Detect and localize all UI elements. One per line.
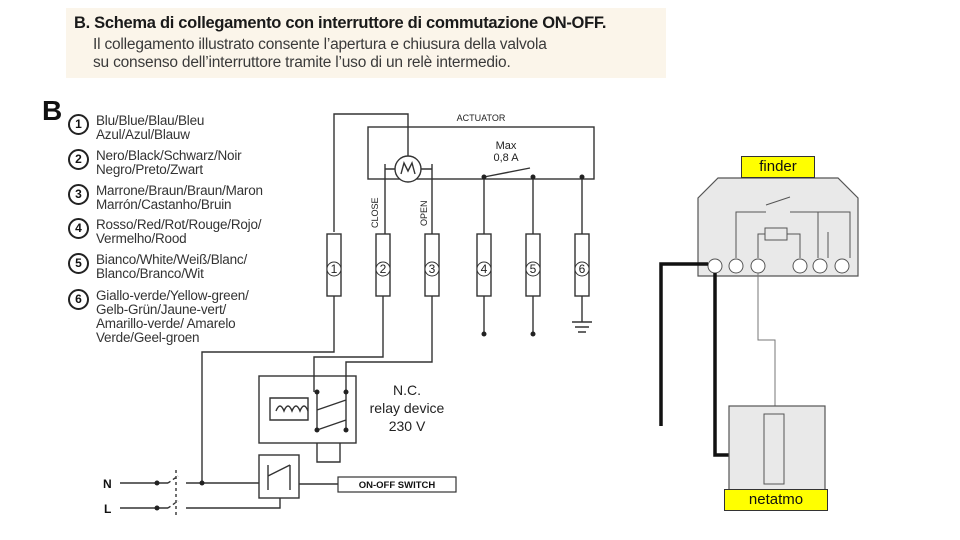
finder-coil-leads (757, 233, 801, 258)
relay-contacts (316, 392, 347, 431)
legend-number: 1 (68, 114, 89, 135)
actuator-label: ACTUATOR (457, 113, 506, 123)
relay-line-3: 230 V (389, 418, 426, 434)
wire-1 (333, 113, 409, 232)
switch-label: ON-OFF SWITCH (359, 480, 436, 491)
line-l (120, 498, 281, 509)
wire-close-relay (313, 296, 384, 392)
relay-coil (275, 405, 309, 413)
cable-left (659, 262, 708, 426)
lower-leads (483, 296, 583, 334)
legend-number: 6 (68, 289, 89, 310)
legend-number: 2 (68, 149, 89, 170)
terminal-number-1: 1 (331, 262, 338, 276)
legend-number: 3 (68, 184, 89, 205)
terminal-number-2: 2 (380, 262, 387, 276)
cable-netatmo (713, 273, 731, 457)
legend-text: Bianco/White/Weiß/Blanc/ Blanco/Branco/W… (96, 252, 248, 281)
terminal-number-3: 3 (429, 262, 436, 276)
legend-text: Giallo-verde/Yellow-green/ Gelb-Grün/Jau… (96, 288, 249, 345)
terminal-number-5: 5 (530, 262, 537, 276)
finder-label: finder (741, 156, 815, 178)
legend-number: 4 (68, 218, 89, 239)
wire-neutral (201, 296, 335, 483)
header-line-1: Il collegamento illustrato consente l’ap… (93, 36, 547, 53)
legend-number: 5 (68, 253, 89, 274)
finder-coil (764, 227, 788, 241)
open-label: OPEN (419, 200, 429, 226)
header-box: B. Schema di collegamento con interrutto… (66, 8, 666, 78)
close-label: CLOSE (370, 197, 380, 228)
switch-contact (267, 464, 291, 490)
current-label: 0,8 A (493, 152, 519, 164)
finder-relay (697, 177, 859, 277)
max-label: Max (496, 140, 517, 152)
netatmo-slot (763, 413, 785, 485)
relay-coil-frame (269, 397, 309, 421)
header-line-2: su consenso dell’interruttore tramite l’… (93, 54, 511, 71)
max-contact (483, 167, 531, 178)
relay-output (316, 443, 341, 463)
section-letter: B (42, 95, 63, 126)
wire-open-relay (345, 296, 433, 392)
wire-3 (421, 164, 433, 235)
finder-leads (817, 212, 829, 258)
switch-label-box (337, 476, 457, 493)
relay-box (258, 375, 357, 444)
terminal-number-4: 4 (481, 262, 488, 276)
wire-2 (384, 164, 395, 235)
motor-circle (394, 155, 422, 183)
n-label: N (103, 477, 112, 491)
finder-terminals (707, 258, 850, 274)
netatmo-module (728, 405, 826, 491)
header-title: B. Schema di collegamento con interrutto… (74, 14, 607, 32)
ground-symbol (572, 321, 592, 333)
junction-dots (154, 174, 585, 511)
switch-box (258, 454, 300, 499)
legend-text: Rosso/Red/Rot/Rouge/Rojo/ Vermelho/Rood (96, 217, 262, 246)
legend-text: Marrone/Braun/Braun/Maron Marrón/Castanh… (96, 183, 263, 212)
relay-line-2: relay device (370, 400, 445, 416)
legend-text: Nero/Black/Schwarz/Noir Negro/Preto/Zwar… (96, 148, 242, 177)
legend-text: Blu/Blue/Blau/Bleu Azul/Azul/Blauw (96, 113, 205, 142)
netatmo-label: netatmo (724, 489, 828, 511)
main-breaker (167, 470, 179, 515)
terminal-number-6: 6 (579, 262, 586, 276)
actuator-box (367, 126, 595, 180)
l-label: L (104, 502, 111, 516)
signal-wire (757, 273, 776, 408)
finder-contact (735, 196, 851, 258)
relay-line-1: N.C. (393, 382, 421, 398)
motor-symbol (400, 161, 416, 175)
